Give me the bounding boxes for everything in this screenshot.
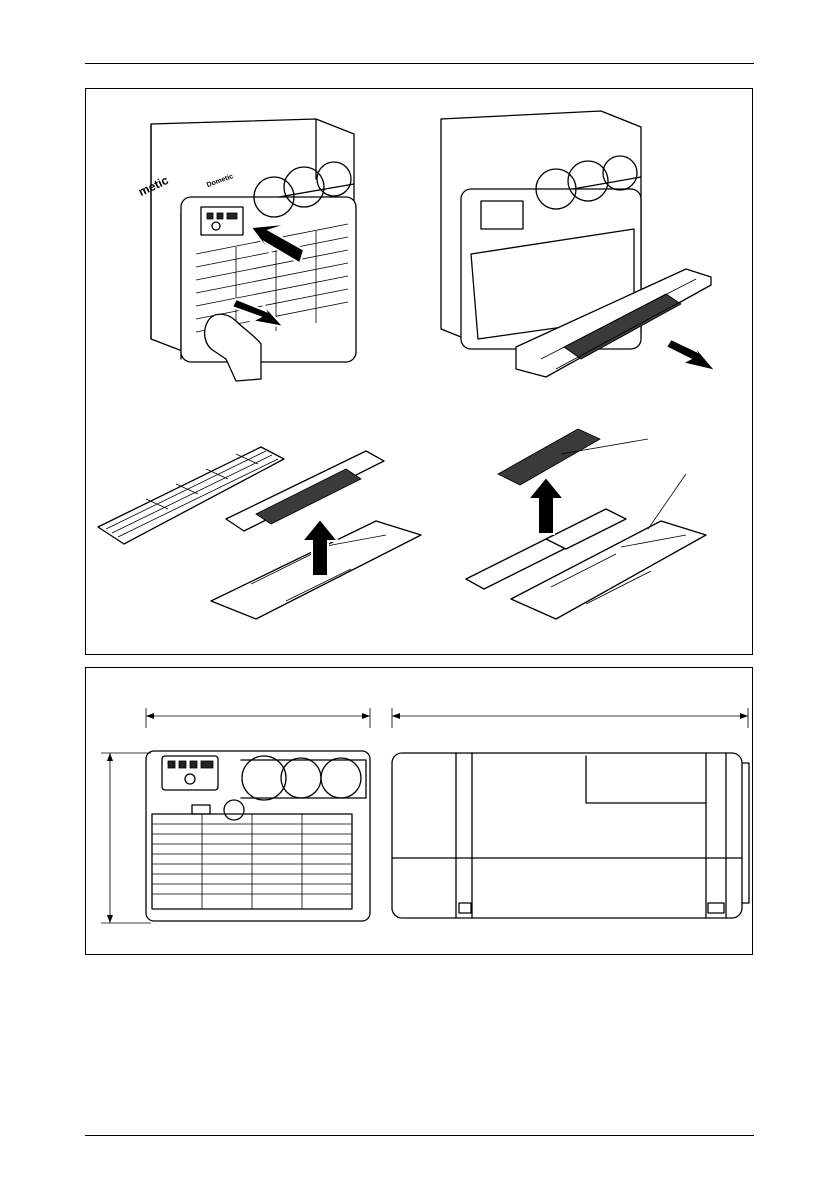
- front-view: [146, 751, 370, 921]
- brand-small-text: Dometic: [206, 173, 234, 189]
- height-dimension: [101, 753, 151, 923]
- filter-removal-figure: metic Dometic: [85, 88, 753, 655]
- pull-arrow-icon: [666, 339, 716, 371]
- dimensions-illustration: [86, 668, 754, 956]
- step-remove-grille: metic Dometic: [136, 119, 356, 381]
- callout-line-2: [648, 474, 686, 529]
- width-dimension-front: [146, 708, 370, 728]
- step-pull-filter-frame: [441, 111, 716, 377]
- step-separate-grille: [98, 447, 421, 619]
- footer-rule: [85, 1135, 754, 1136]
- header-rule: [85, 63, 754, 64]
- side-view: [392, 753, 749, 918]
- lift-arrow-icon: [528, 477, 564, 534]
- step-separate-carbon-filter: [466, 429, 706, 619]
- brand-large-text: metic: [136, 173, 171, 199]
- dimensions-figure: [85, 667, 753, 955]
- filter-removal-illustration: metic Dometic: [86, 89, 754, 656]
- width-dimension-side: [392, 708, 748, 728]
